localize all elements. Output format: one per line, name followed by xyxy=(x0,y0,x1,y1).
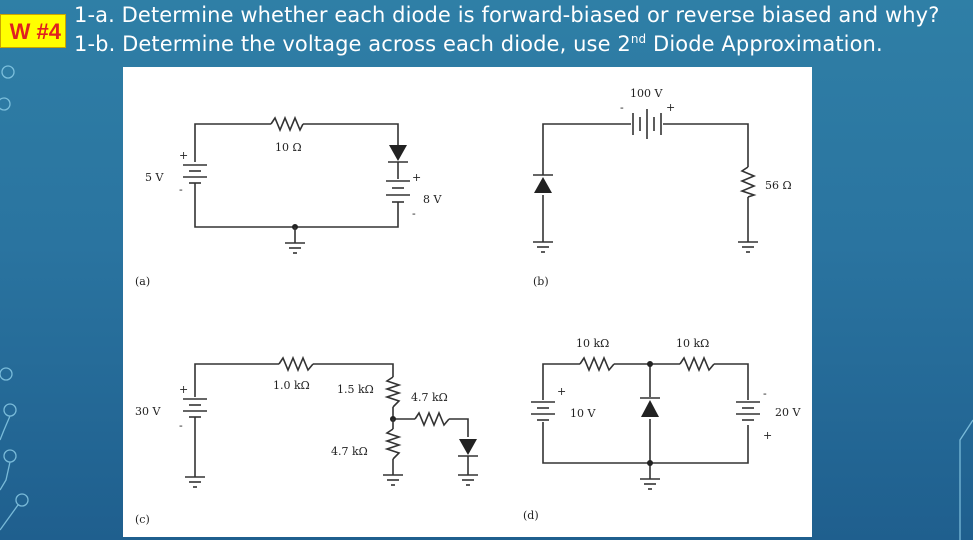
label-20v: 20 V xyxy=(775,406,801,419)
label-4-7k-b: 4.7 kΩ xyxy=(331,445,368,458)
label-1-5k: 1.5 kΩ xyxy=(337,383,374,396)
label-d: (d) xyxy=(523,509,539,522)
svg-text:+: + xyxy=(666,101,675,114)
question-1a: 1-a. Determine whether each diode is for… xyxy=(74,3,940,27)
diode-d xyxy=(640,397,660,417)
circuit-figure: + - 5 V 10 Ω + - 8 V (a) xyxy=(123,67,812,537)
label-10k-right: 10 kΩ xyxy=(676,337,709,350)
resistor-10k-left xyxy=(579,355,615,373)
label-10-ohm: 10 Ω xyxy=(275,141,302,154)
circuit-d: 10 kΩ 10 kΩ + 10 V - + 20 V (d) xyxy=(523,337,801,522)
resistor-10-ohm xyxy=(270,115,304,133)
resistor-1-5k xyxy=(384,376,402,408)
svg-text:-: - xyxy=(179,419,183,432)
label-c: (c) xyxy=(135,513,150,526)
label-10v: 10 V xyxy=(570,407,596,420)
resistor-10k-right xyxy=(679,355,715,373)
diode-b xyxy=(533,174,553,193)
svg-text:-: - xyxy=(763,387,767,400)
battery-10v xyxy=(531,401,555,421)
svg-text:+: + xyxy=(179,149,188,162)
battery-30v xyxy=(183,398,207,432)
label-10k-left: 10 kΩ xyxy=(576,337,609,350)
label-b: (b) xyxy=(533,275,549,288)
diode-a xyxy=(388,145,408,163)
label-30v: 30 V xyxy=(135,405,161,418)
label-5v: 5 V xyxy=(145,171,164,184)
resistor-56-ohm xyxy=(739,166,757,198)
circuit-b: 100 V - + 56 Ω (b) xyxy=(533,87,792,288)
svg-text:-: - xyxy=(412,207,416,220)
svg-text:+: + xyxy=(763,429,772,442)
circuit-a: + - 5 V 10 Ω + - 8 V (a) xyxy=(135,115,442,288)
diode-c xyxy=(458,439,478,457)
label-8v: 8 V xyxy=(423,193,442,206)
homework-badge: W #4 xyxy=(0,14,66,48)
svg-text:-: - xyxy=(179,183,183,196)
label-4-7k-a: 4.7 kΩ xyxy=(411,391,448,404)
svg-text:+: + xyxy=(179,383,188,396)
battery-100v xyxy=(632,109,662,139)
label-56-ohm: 56 Ω xyxy=(765,179,792,192)
label-100v: 100 V xyxy=(630,87,663,100)
battery-5v xyxy=(183,164,207,192)
resistor-4-7k-horizontal xyxy=(414,410,450,428)
svg-text:-: - xyxy=(620,101,624,114)
label-a: (a) xyxy=(135,275,150,288)
svg-text:+: + xyxy=(557,385,566,398)
resistor-4-7k-vertical xyxy=(384,428,402,460)
question-1b: 1-b. Determine the voltage across each d… xyxy=(74,32,883,56)
label-1k: 1.0 kΩ xyxy=(273,379,310,392)
svg-text:+: + xyxy=(412,171,421,184)
circuit-c: + - 30 V 1.0 kΩ 1.5 kΩ 4.7 kΩ 4.7 kΩ (c) xyxy=(135,355,478,526)
battery-20v xyxy=(736,401,760,421)
resistor-1k xyxy=(278,355,314,373)
battery-8v xyxy=(386,180,410,209)
